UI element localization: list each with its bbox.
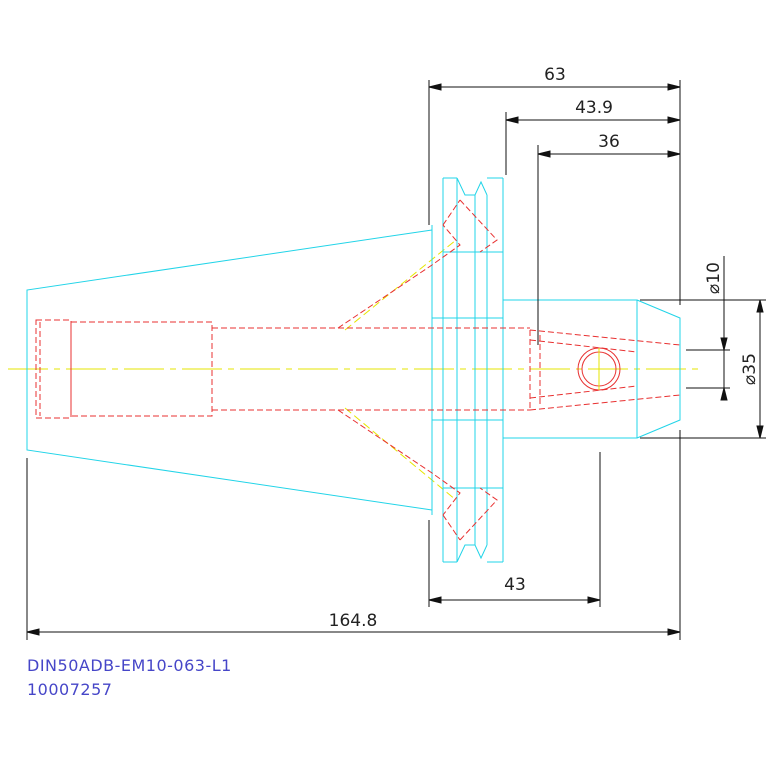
- dim-63-label: 63: [544, 65, 566, 85]
- dim-164-8-label: 164.8: [329, 611, 378, 631]
- article-number-label: 10007257: [27, 680, 113, 699]
- dimension-lines: [26, 80, 766, 640]
- dim-43-9-label: 43.9: [575, 98, 613, 118]
- centerline: [8, 239, 700, 501]
- hidden-lines: [35, 199, 681, 541]
- set-screw-hole: [577, 347, 621, 391]
- tool-outline: [26, 177, 681, 563]
- dim-36-label: 36: [598, 132, 620, 152]
- dim-43-label: 43: [504, 575, 526, 595]
- dim-dia-35-label: ⌀35: [740, 353, 760, 385]
- part-number-label: DIN50ADB-EM10-063-L1: [27, 656, 232, 675]
- dim-dia-10-label: ⌀10: [704, 262, 724, 294]
